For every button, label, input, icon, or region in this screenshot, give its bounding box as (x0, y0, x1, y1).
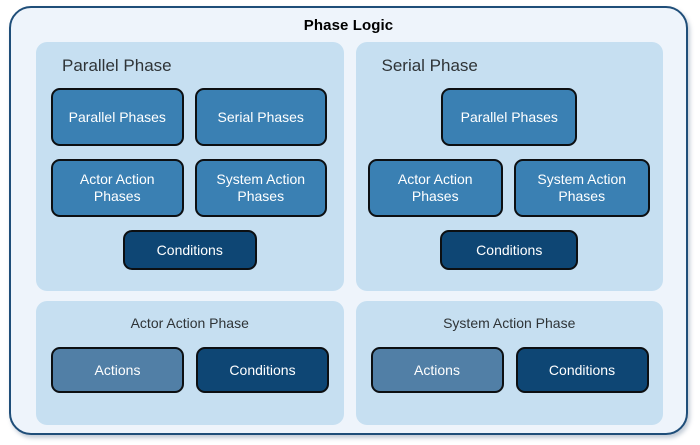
phase-logic-container: Phase Logic Parallel Phase Parallel Phas… (9, 6, 688, 435)
node-parallel-phases[interactable]: Parallel Phases (51, 88, 184, 146)
node-system-action-phases[interactable]: System Action Phases (514, 159, 650, 217)
node-actions[interactable]: Actions (370, 347, 504, 393)
panel-system-action-phase[interactable]: System Action Phase Actions Conditions (355, 301, 663, 425)
panel-parallel-phase[interactable]: Parallel Phase Parallel Phases Serial Ph… (36, 42, 344, 291)
node-actor-action-phases[interactable]: Actor Action Phases (367, 159, 503, 217)
system-action-phase-row-1: Actions Conditions (370, 347, 649, 393)
actor-action-phase-row-1: Actions Conditions (51, 347, 329, 393)
serial-phase-row-2: Actor Action Phases System Action Phases (367, 159, 650, 217)
parallel-phase-row-2: Actor Action Phases System Action Phases (51, 159, 327, 217)
parallel-phase-row-1: Parallel Phases Serial Phases (51, 88, 327, 146)
node-actions[interactable]: Actions (51, 347, 184, 393)
panel-grid: Parallel Phase Parallel Phases Serial Ph… (36, 42, 663, 425)
panel-title-system-action-phase: System Action Phase (443, 315, 576, 331)
node-conditions[interactable]: Conditions (515, 347, 649, 393)
panel-actor-action-phase[interactable]: Actor Action Phase Actions Conditions (36, 301, 344, 425)
serial-phase-row-1: Parallel Phases (356, 88, 664, 146)
node-system-action-phases[interactable]: System Action Phases (194, 159, 327, 217)
panel-serial-phase[interactable]: Serial Phase Parallel Phases Actor Actio… (355, 42, 664, 291)
parallel-phase-row-3: Conditions (36, 230, 344, 270)
node-conditions[interactable]: Conditions (196, 347, 329, 393)
diagram-title: Phase Logic (303, 17, 394, 34)
node-actor-action-phases[interactable]: Actor Action Phases (51, 159, 184, 217)
node-parallel-phases[interactable]: Parallel Phases (441, 88, 578, 146)
panel-title-actor-action-phase: Actor Action Phase (130, 315, 249, 331)
node-serial-phases[interactable]: Serial Phases (194, 88, 327, 146)
serial-phase-row-3: Conditions (356, 230, 664, 270)
node-conditions[interactable]: Conditions (122, 230, 257, 270)
node-conditions[interactable]: Conditions (440, 230, 579, 270)
panel-title-parallel-phase: Parallel Phase (62, 56, 172, 75)
panel-title-serial-phase: Serial Phase (381, 56, 478, 75)
